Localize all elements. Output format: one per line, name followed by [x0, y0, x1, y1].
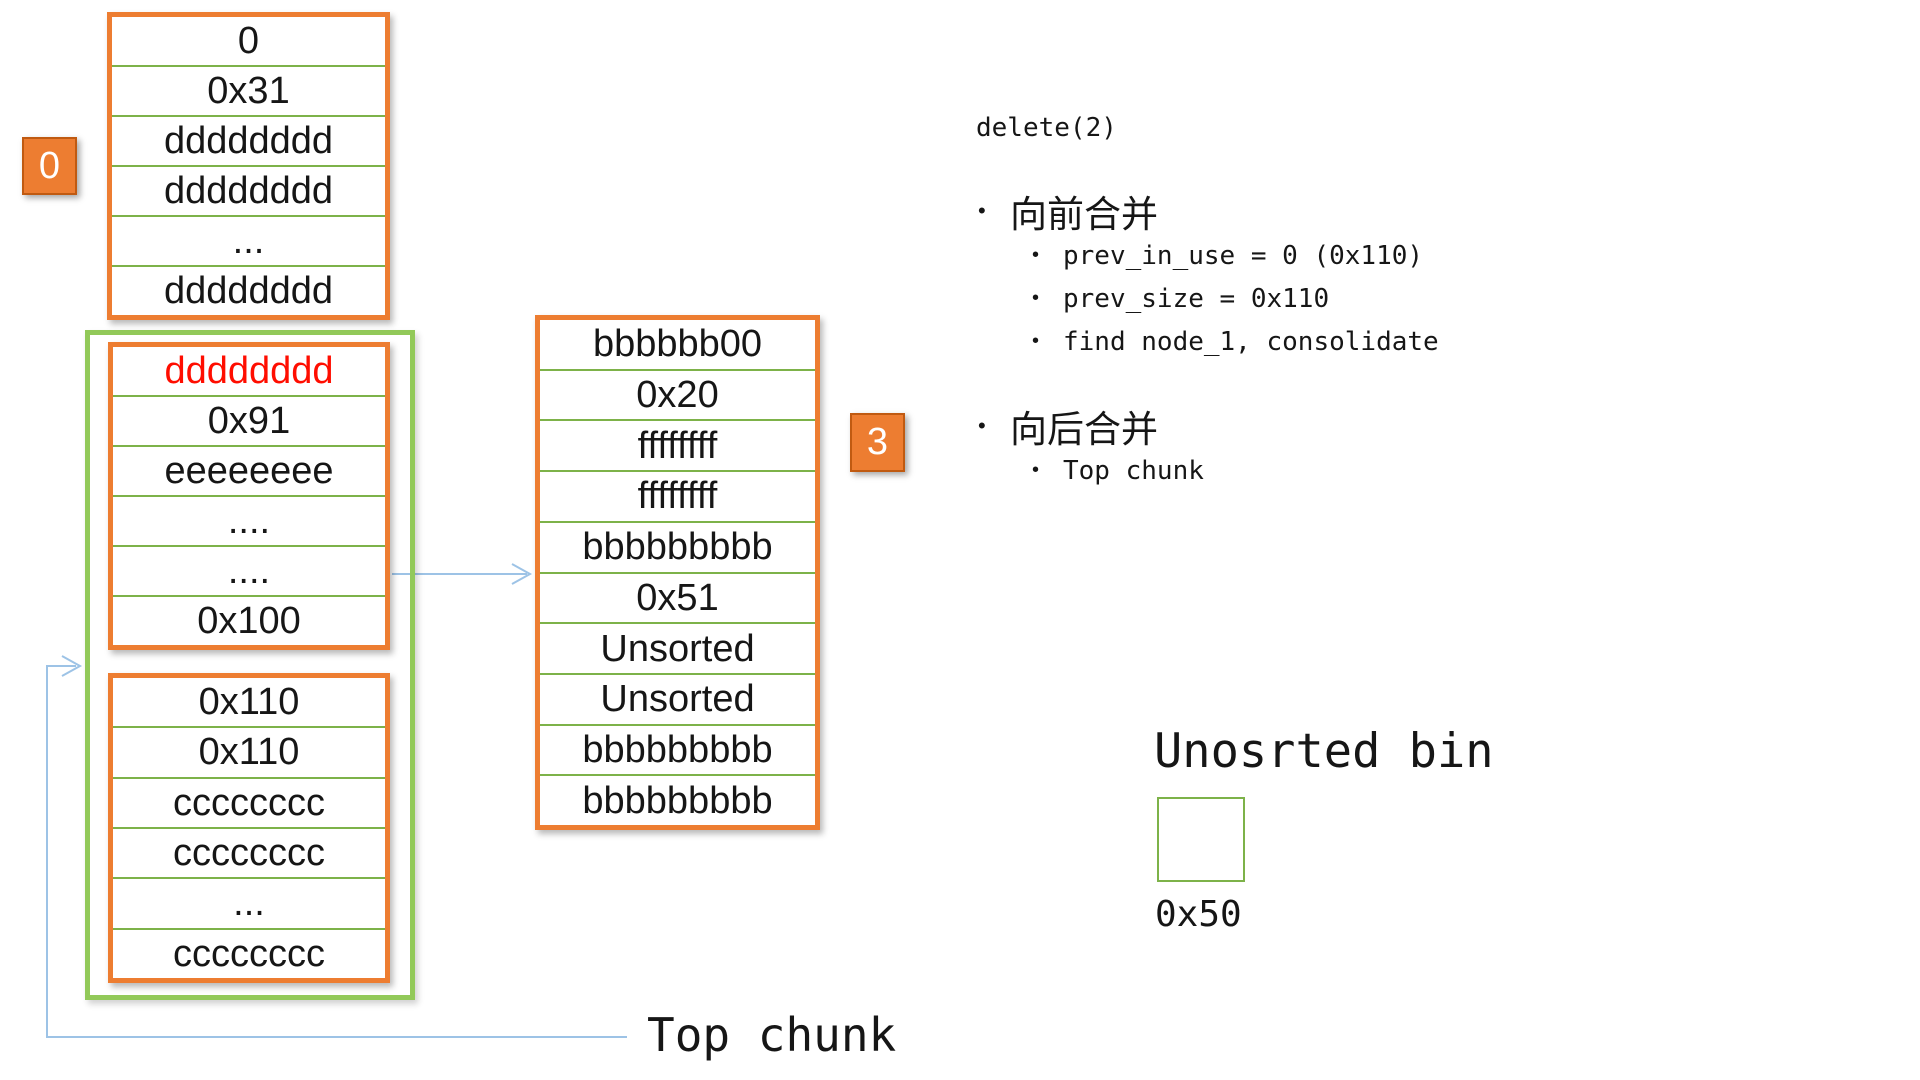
top-chunk-label: Top chunk — [647, 1008, 897, 1062]
sub-bullet-text: prev_in_use = 0 (0x110) — [1063, 240, 1424, 271]
arrowhead-right-icon — [511, 563, 533, 585]
bullet-dot-icon: • — [1032, 330, 1040, 352]
notes-title: delete(2) — [976, 113, 1117, 143]
bullet-item: • 向前合并 — [976, 188, 1439, 235]
notes-panel: delete(2) •向前合并•prev_in_use = 0 (0x110)•… — [976, 108, 1439, 492]
memory-cell: ... — [113, 877, 385, 927]
sub-bullet-text: Top chunk — [1063, 455, 1204, 486]
memory-cell: .... — [113, 495, 385, 545]
sub-bullet-item: • find node_1, consolidate — [976, 320, 1439, 363]
bullet-dot-icon: • — [978, 198, 986, 223]
bullet-dot-icon: • — [1032, 287, 1040, 309]
memory-cell: Unsorted — [540, 622, 815, 673]
bullet-dot-icon: • — [1032, 244, 1040, 266]
memory-cell: .... — [113, 545, 385, 595]
bullet-dot-icon: • — [1032, 459, 1040, 481]
memory-cell: 0x51 — [540, 571, 815, 623]
memory-cell: bbbbbbbbb — [540, 520, 815, 572]
memory-cell: bbbbbbbbb — [540, 723, 815, 775]
memory-cell: 0x110 — [113, 726, 385, 776]
sub-bullet-text: prev_size = 0x110 — [1063, 283, 1330, 314]
bullet-dot-icon: • — [978, 413, 986, 438]
bullet-label: 向前合并 — [1010, 194, 1158, 235]
sub-bullet-item: • prev_in_use = 0 (0x110) — [976, 234, 1439, 277]
notes-bullet-list: • 向前合并 • prev_in_use = 0 (0x110) • prev_size … — [976, 188, 1439, 492]
memory-cell: dddddddd — [164, 350, 334, 392]
unsorted-bin-title: Unosrted bin — [1154, 724, 1494, 779]
memory-cell: cccccccc — [113, 826, 385, 877]
memory-cell: 0x91 — [113, 395, 385, 445]
memory-cell: 0x31 — [112, 65, 385, 115]
memory-cell: 0 — [237, 20, 260, 62]
memory-cell: 0x20 — [540, 368, 815, 420]
bullet-item: • 向后合并 — [976, 403, 1439, 450]
chunk0-index-badge: 0 — [22, 137, 77, 195]
memory-cell: dddddddd — [112, 115, 385, 165]
memory-cell: 0x110 — [198, 681, 300, 724]
sub-bullet-item: • Top chunk — [976, 449, 1439, 492]
memory-cell: 0x100 — [113, 595, 385, 645]
memory-cell: eeeeeeee — [113, 445, 385, 495]
memory-cell: bbbbbbbbb — [540, 774, 815, 825]
memory-cell: Unsorted — [540, 672, 815, 724]
memory-cell: ... — [112, 215, 385, 265]
memory-cell: dddddddd — [112, 165, 385, 215]
bullet-label: 向后合并 — [1010, 409, 1158, 450]
consolidated-region-outline — [85, 330, 415, 1000]
memory-cell: ffffffff — [540, 470, 815, 521]
sub-bullet-item: • prev_size = 0x110 — [976, 277, 1439, 320]
memory-cell: ffffffff — [540, 419, 815, 470]
arrowhead-right-icon — [61, 655, 83, 677]
chunk3-index-badge: 3 — [850, 413, 905, 472]
memory-cell: cccccccc — [113, 776, 385, 827]
sub-bullet-text: find node_1, consolidate — [1063, 326, 1439, 357]
memory-cell: dddddddd — [112, 265, 385, 315]
unsorted-bin-size-label: 0x50 — [1155, 894, 1242, 935]
memory-cell: cccccccc — [113, 927, 385, 978]
unsorted-bin-slot — [1157, 797, 1245, 882]
memory-cell: bbbbbb00 — [592, 323, 763, 366]
